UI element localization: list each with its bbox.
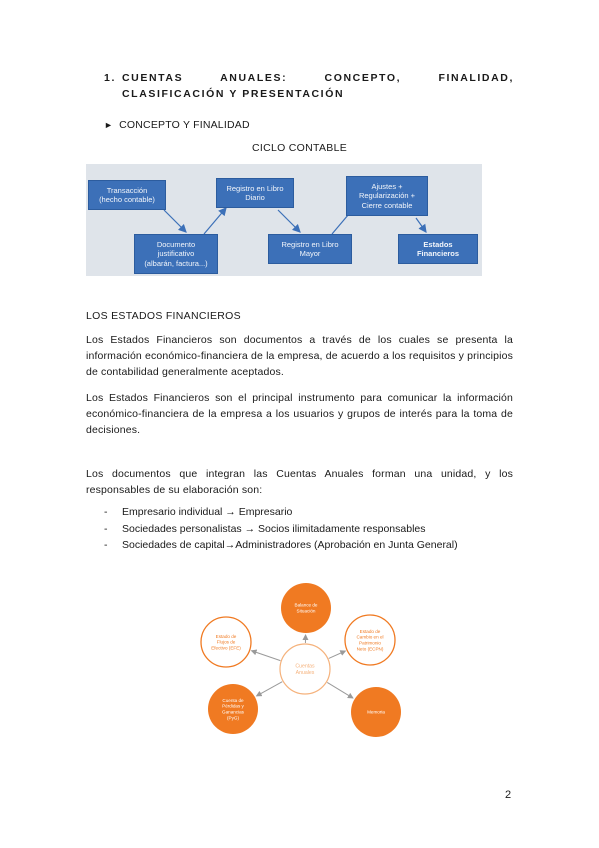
subheading: ► CONCEPTO Y FINALIDAD [104, 119, 250, 131]
hub-node-label: Efectivo (EFE) [211, 645, 241, 650]
hub-spoke [326, 682, 354, 699]
responsibles-list: -Empresario individual → Empresario -Soc… [104, 504, 534, 554]
cycle-box-libro-mayor: Registro en Libro Mayor [268, 234, 352, 264]
hub-center-label: Anuales [296, 670, 315, 676]
hub-node-label: Situación [297, 609, 316, 614]
cycle-box-libro-diario: Registro en Libro Diario [216, 178, 294, 208]
heading-text: CUENTAS ANUALES: CONCEPTO, FINALIDAD, CL… [122, 72, 514, 100]
hub-center-circle [279, 643, 331, 695]
page-number: 2 [505, 789, 512, 801]
hub-node [200, 616, 252, 668]
section-title: LOS ESTADOS FINANCIEROS [86, 310, 241, 322]
accounting-cycle-diagram: Transacción (hecho contable) Documento j… [86, 164, 482, 276]
hub-node-label: (PyG) [227, 715, 239, 720]
hub-node [281, 583, 331, 633]
hub-node [344, 614, 396, 666]
hub-spoke [255, 681, 283, 697]
heading-number: 1. [104, 72, 116, 84]
hub-node-label: Flujos de [217, 640, 236, 645]
hub-spokes [250, 633, 354, 699]
cycle-box-transaccion: Transacción (hecho contable) [88, 180, 166, 210]
hub-node-label: Ganancias [222, 710, 245, 715]
cycle-box-documento: Documento justificativo (albarán, factur… [134, 234, 218, 274]
hub-node-label: Patrimonio [359, 641, 381, 646]
hub-node [351, 687, 401, 737]
cycle-arrow [163, 209, 187, 233]
list-item: -Empresario individual → Empresario [104, 506, 293, 518]
cycle-arrow [415, 217, 427, 233]
hub-node-label: Balance de [295, 603, 318, 608]
hub-center-label: Cuentas [295, 664, 315, 670]
list-item: -Sociedades personalistas → Socios ilimi… [104, 522, 426, 535]
triangle-bullet-icon: ► [104, 120, 114, 130]
section-heading: 1. CUENTAS ANUALES: CONCEPTO, FINALIDAD,… [104, 70, 514, 102]
hub-node-label: Neto (ECPN) [357, 646, 384, 651]
hub-node-label: Estado de [360, 629, 381, 634]
hub-node-label: Cambio en el [356, 635, 383, 640]
cycle-title: CICLO CONTABLE [251, 142, 348, 154]
cycle-arrow [203, 207, 227, 235]
hub-node-label: Estado de [216, 634, 237, 639]
hub-node-label: Memoria [367, 710, 385, 715]
cycle-arrow [277, 209, 301, 233]
subheading-text: CONCEPTO Y FINALIDAD [119, 119, 250, 131]
paragraph-responsibles: Los documentos que integran las Cuentas … [86, 468, 513, 496]
cycle-box-ajustes: Ajustes + Regularización + Cierre contab… [346, 176, 428, 216]
paragraph-definition: Los Estados Financieros son documentos a… [86, 334, 513, 378]
hub-node-label: Pérdidas y [222, 704, 244, 709]
hub-node-label: Cuenta de [222, 698, 244, 703]
hub-spoke [250, 649, 281, 662]
hub-node [208, 684, 258, 734]
list-item: -Sociedades de capital→Administradores (… [104, 539, 458, 551]
paragraph-purpose: Los Estados Financieros son el principal… [86, 392, 513, 436]
cycle-box-estados-financieros: Estados Financieros [398, 234, 478, 264]
hub-spoke [328, 650, 347, 659]
